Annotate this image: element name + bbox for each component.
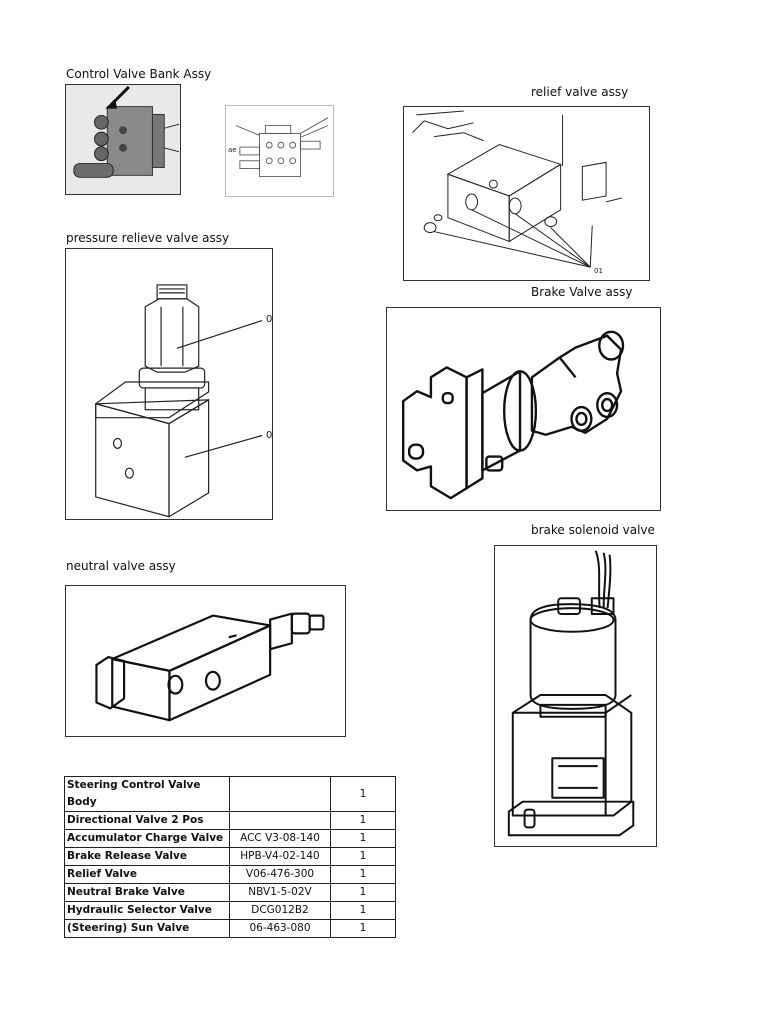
- neutral-valve-image: [65, 585, 346, 737]
- quantity-cell: 1: [330, 811, 396, 830]
- relief-valve-callout: 01: [594, 267, 603, 275]
- part-name-cell: Neutral Brake Valve: [64, 883, 230, 902]
- part-number-cell: ACC V3-08-140: [229, 829, 331, 848]
- control-valve-bank-drawing: [66, 85, 180, 194]
- relief-valve-image: 01: [403, 106, 650, 281]
- table-row: Directional Valve 2 Pos 1: [64, 811, 396, 830]
- brake-solenoid-valve-drawing: [507, 550, 635, 837]
- quantity-cell: 1: [330, 847, 396, 866]
- quantity-cell: 1: [330, 883, 396, 902]
- part-number-cell: V06-476-300: [229, 865, 331, 884]
- quantity-cell: 1: [330, 776, 396, 812]
- quantity-cell: 1: [330, 829, 396, 848]
- small-bank-callout: ae: [228, 146, 237, 154]
- table-row: Steering Control Valve Body 1: [64, 776, 396, 812]
- part-number-cell: NBV1-5-02V: [229, 883, 331, 902]
- quantity-cell: 1: [330, 901, 396, 920]
- part-number-cell: 06-463-080: [229, 919, 331, 938]
- part-number-cell: [229, 776, 331, 812]
- relief-valve-drawing: [411, 110, 623, 268]
- control-valve-bank-image: [65, 84, 181, 195]
- caption-brake-solenoid-valve: brake solenoid valve: [531, 523, 655, 537]
- pressure-valve-callout-top: 0: [266, 314, 273, 325]
- part-number-cell: DCG012B2: [229, 901, 331, 920]
- pressure-valve-callout-bottom: 0: [266, 430, 273, 441]
- quantity-cell: 1: [330, 919, 396, 938]
- part-number-cell: HPB-V4-02-140: [229, 847, 331, 866]
- caption-pressure-relieve-valve: pressure relieve valve assy: [66, 231, 230, 245]
- neutral-valve-drawing: [95, 612, 325, 722]
- caption-brake-valve: Brake Valve assy: [531, 285, 633, 299]
- pressure-relieve-valve-image: 0 0: [65, 248, 273, 520]
- caption-control-valve-bank: Control Valve Bank Assy: [66, 67, 212, 81]
- part-name-cell: (Steering) Sun Valve: [64, 919, 230, 938]
- part-name-cell: Hydraulic Selector Valve: [64, 901, 230, 920]
- valve-bank-diagram: ae: [225, 105, 334, 197]
- valve-bank-line-drawing: [235, 117, 329, 177]
- part-number-cell: [229, 811, 331, 830]
- caption-relief-valve: relief valve assy: [531, 85, 629, 99]
- pressure-relieve-valve-drawing: [95, 284, 263, 518]
- quantity-cell: 1: [330, 865, 396, 884]
- part-name-cell: Directional Valve 2 Pos: [64, 811, 230, 830]
- part-name-cell: Steering Control Valve Body: [64, 776, 230, 812]
- part-name-cell: Brake Release Valve: [64, 847, 230, 866]
- brake-valve-image: [386, 307, 661, 511]
- part-name-cell: Accumulator Charge Valve: [64, 829, 230, 848]
- part-name-cell: Relief Valve: [64, 865, 230, 884]
- brake-solenoid-valve-image: [494, 545, 657, 847]
- caption-neutral-valve: neutral valve assy: [66, 559, 176, 573]
- brake-valve-drawing: [402, 330, 625, 500]
